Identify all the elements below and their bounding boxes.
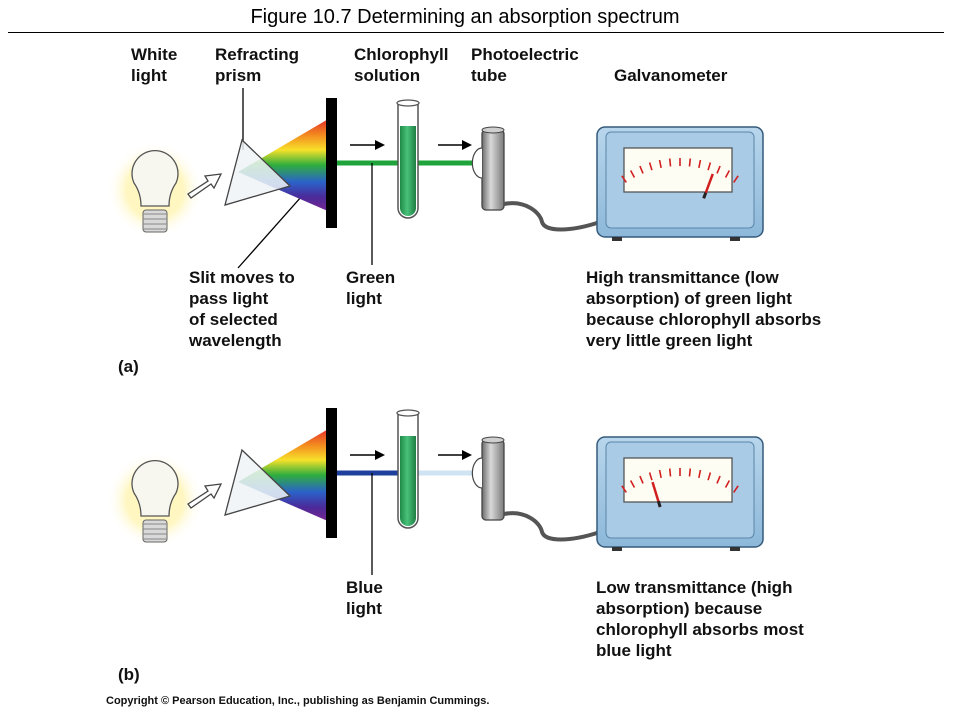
meter-foot [730,547,740,551]
panel-tag: (b) [118,665,140,684]
copyright-text: Copyright © Pearson Education, Inc., pub… [106,695,489,707]
meter-dial [623,147,733,193]
meter-tick [707,162,712,171]
chlorophyll-solution [400,126,416,216]
prism-icon [224,138,292,206]
white-light-arrow-icon [187,173,223,199]
meter-tick [724,170,731,178]
bulb-icon [131,460,179,517]
white-light-label: White light [131,45,182,85]
meter-tick [629,480,636,488]
meter-tick [688,158,692,167]
cable [503,201,601,232]
meter-tick [621,485,627,493]
slit-barrier [326,98,337,228]
needle-pivot [702,192,708,199]
meter-tick [629,170,636,178]
chlorophyll-label: Chlorophyll solution [354,45,453,85]
slit-barrier [326,408,337,538]
meter-tick [733,175,739,183]
tube-window [471,457,483,489]
meter-tick [716,165,721,174]
slit-label: Slit moves to pass light of selected wav… [188,268,300,350]
meter-tick [639,475,644,484]
test-tube-rim [396,409,420,417]
meter-tick [639,165,644,174]
arrow-head-icon [462,450,472,460]
arrow-head-icon [462,140,472,150]
prism-label: Refracting prism [215,45,304,85]
panel-tag: (a) [118,357,139,376]
meter-foot [612,547,622,551]
photo-tube-label: Photoelectric tube [471,45,583,85]
bulb-icon [131,150,179,207]
photoelectric-tube [481,439,505,521]
meter-tick [668,468,672,477]
meter-tick [621,175,627,183]
white-light-arrow-icon [187,483,223,509]
photoelectric-tube [481,129,505,211]
title-rule [8,32,944,33]
cable [503,511,601,542]
arrow-head-icon [375,140,385,150]
spectrum-fan [238,428,330,522]
bulb-base [142,209,168,233]
meter-tick [688,468,692,477]
meter-tick [698,469,702,479]
spectrum-fan [238,118,330,212]
galvanometer-label: Galvanometer [614,66,728,85]
needle-pivot [656,500,662,508]
meter-tick [733,485,739,493]
meter-foot [730,237,740,241]
meter-tick [716,475,721,484]
meter-tick [648,162,653,171]
meter-tick [707,472,712,481]
meter-tick [668,158,672,167]
meter-tick [724,480,731,488]
prism-icon [224,448,292,516]
meter-tick [648,472,653,481]
meter-tick [658,159,662,169]
chlorophyll-solution [400,436,416,526]
tube-window [471,147,483,179]
meter-tick [698,159,702,169]
tube-top [481,126,505,134]
arrow-head-icon [375,450,385,460]
meter-tick [658,469,662,479]
tube-top [481,436,505,444]
meter-foot [612,237,622,241]
bulb-base [142,519,168,543]
meter-dial [623,457,733,503]
figure-title: Figure 10.7 Determining an absorption sp… [250,6,680,28]
test-tube-rim [396,99,420,107]
